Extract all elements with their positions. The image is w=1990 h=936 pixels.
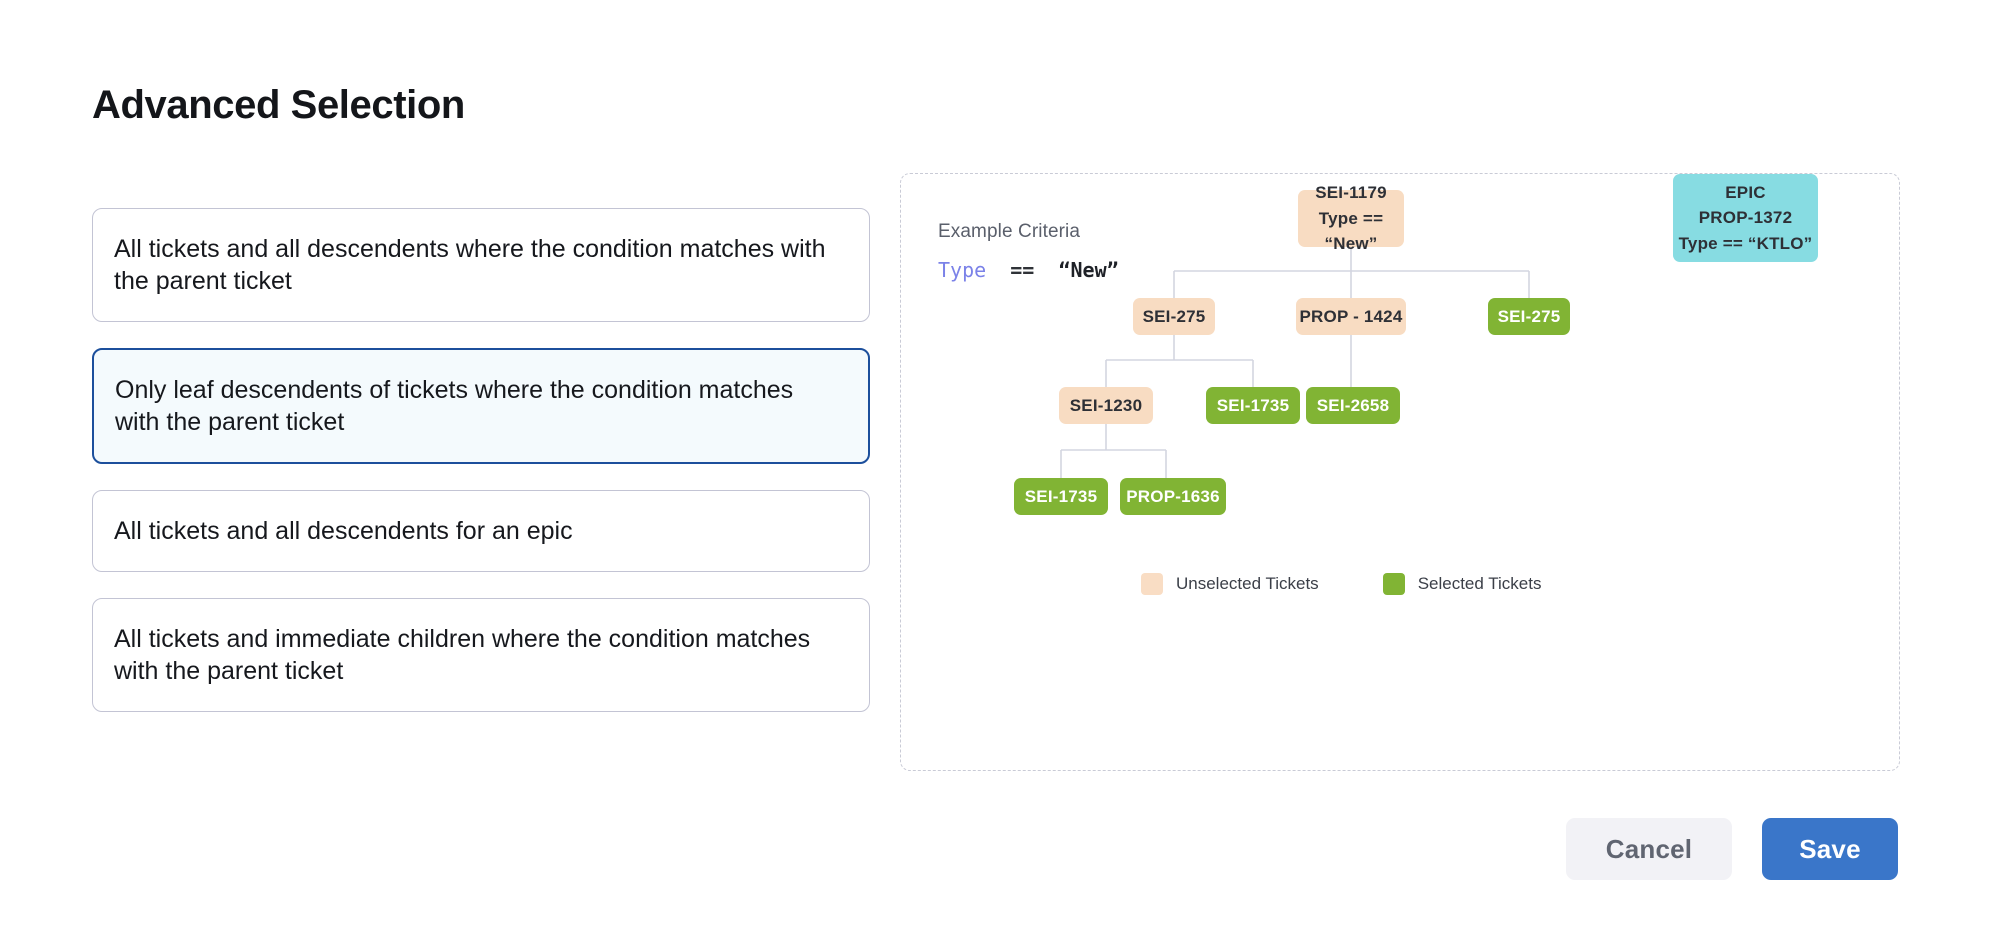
- save-button[interactable]: Save: [1762, 818, 1898, 880]
- tree-node-sei-2658[interactable]: SEI-2658: [1306, 387, 1400, 424]
- tree-connectors: [1060, 247, 1530, 478]
- page-title: Advanced Selection: [92, 82, 465, 127]
- option-label: All tickets and all descendents for an e…: [114, 517, 573, 545]
- tree-node-sei-1735-a[interactable]: SEI-1735: [1206, 387, 1300, 424]
- criteria-label: Example Criteria: [938, 221, 1081, 242]
- option-card-leaf-descendents[interactable]: Only leaf descendents of tickets where t…: [92, 348, 870, 464]
- tree-node-title: SEI-275: [1142, 306, 1206, 326]
- criteria-field: Type: [938, 258, 987, 282]
- tree-node-sei-1179[interactable]: SEI-1179 Type == “New”: [1298, 183, 1404, 253]
- option-label: All tickets and immediate children where…: [114, 625, 811, 685]
- tree-node-sei-1735-b[interactable]: SEI-1735: [1014, 478, 1108, 515]
- tree-node-sei-275-b[interactable]: SEI-275: [1488, 298, 1570, 335]
- tree-node-title: SEI-1230: [1069, 395, 1143, 415]
- tree-node-subtitle: Type == “KTLO”: [1678, 233, 1813, 253]
- tree-node-sei-1230[interactable]: SEI-1230: [1059, 387, 1153, 424]
- tree-node-title: SEI-1179: [1315, 183, 1387, 203]
- tree-node-kind: EPIC: [1725, 182, 1766, 202]
- option-card-epic-descendents[interactable]: All tickets and all descendents for an e…: [92, 490, 870, 572]
- tree-node-title: PROP-1372: [1698, 208, 1793, 228]
- tree-node-prop-1372[interactable]: EPIC PROP-1372 Type == “KTLO”: [1673, 174, 1818, 262]
- legend-label: Selected Tickets: [1417, 574, 1542, 593]
- tree-node-title: PROP - 1424: [1299, 306, 1403, 326]
- criteria-value: “New”: [1058, 258, 1119, 282]
- option-label: All tickets and all descendents where th…: [114, 235, 826, 295]
- selection-mode-options: All tickets and all descendents where th…: [92, 208, 870, 712]
- tree-node-title: SEI-2658: [1316, 395, 1390, 415]
- tree-node-title: SEI-275: [1497, 306, 1561, 326]
- example-diagram-panel: Example Criteria Type == “New”: [900, 173, 1900, 771]
- criteria-expression: Type == “New”: [938, 258, 1119, 282]
- tree-node-title: SEI-1735: [1024, 486, 1098, 506]
- option-card-immediate-children[interactable]: All tickets and immediate children where…: [92, 598, 870, 712]
- tree-node-title: SEI-1735: [1216, 395, 1290, 415]
- diagram-legend: Unselected Tickets Selected Tickets: [1141, 573, 1541, 595]
- tree-node-prop-1636[interactable]: PROP-1636: [1120, 478, 1226, 515]
- tree-node-prop-1424[interactable]: PROP - 1424: [1296, 298, 1406, 335]
- cancel-button[interactable]: Cancel: [1566, 818, 1732, 880]
- legend-label: Unselected Tickets: [1176, 574, 1319, 593]
- unselected-swatch-icon: [1141, 573, 1163, 595]
- tree-node-title: PROP-1636: [1126, 486, 1220, 506]
- tree-node-sei-275-a[interactable]: SEI-275: [1133, 298, 1215, 335]
- selected-swatch-icon: [1382, 573, 1405, 595]
- criteria-operator: ==: [1010, 258, 1035, 282]
- legend-item-selected: Selected Tickets: [1382, 573, 1542, 595]
- option-label: Only leaf descendents of tickets where t…: [115, 376, 794, 436]
- ticket-tree: SEI-1179 Type == “New” EPIC PROP-1372 Ty…: [901, 174, 1901, 772]
- option-card-all-descendents[interactable]: All tickets and all descendents where th…: [92, 208, 870, 322]
- tree-node-subtitle: Type == “New”: [1318, 208, 1384, 254]
- legend-item-unselected: Unselected Tickets: [1141, 573, 1319, 595]
- dialog-footer: Cancel Save: [1566, 818, 1898, 880]
